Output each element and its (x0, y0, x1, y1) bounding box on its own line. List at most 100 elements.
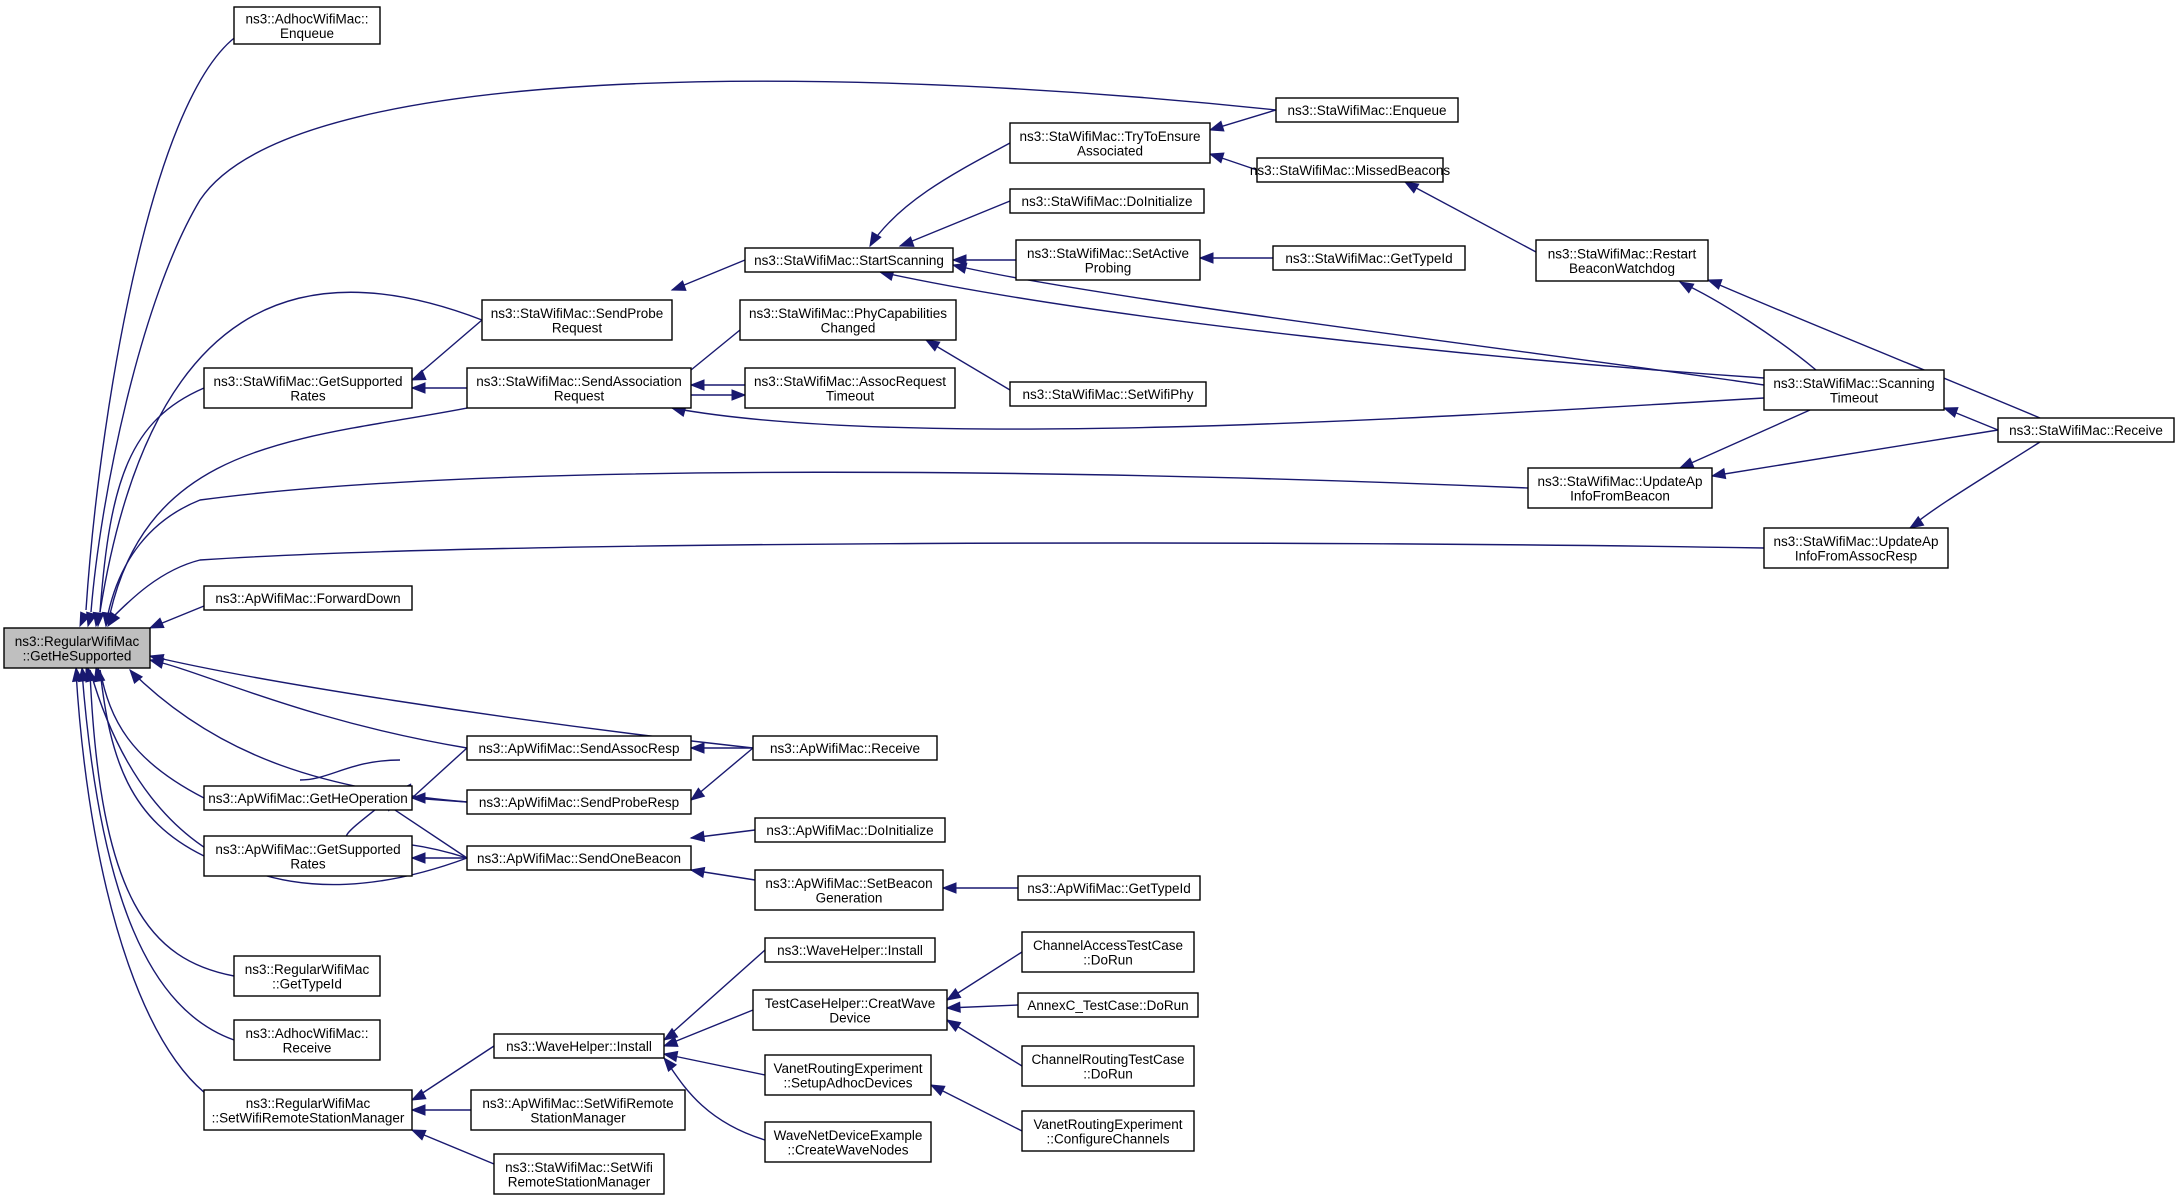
node-box[interactable] (1275, 97, 1459, 123)
node-box[interactable] (764, 937, 936, 963)
node-label: InfoFromBeacon (1570, 488, 1670, 503)
graph-node[interactable]: ns3::WaveHelper::Install (493, 1033, 665, 1059)
arrowhead-icon (93, 612, 105, 628)
graph-node[interactable]: ns3::StaWifiMac::StartScanning (744, 247, 954, 273)
graph-node[interactable]: ns3::WaveHelper::Install (764, 937, 936, 963)
graph-node[interactable]: VanetRoutingExperiment::SetupAdhocDevice… (764, 1054, 932, 1096)
node-box[interactable] (470, 1089, 686, 1131)
node-box[interactable] (203, 1089, 413, 1131)
node-box[interactable] (1017, 992, 1199, 1018)
node-box[interactable] (744, 247, 954, 273)
graph-node[interactable]: ns3::ApWifiMac::ForwardDown (203, 585, 413, 611)
node-box[interactable] (1021, 1110, 1195, 1152)
call-edge (129, 668, 468, 803)
node-box[interactable] (466, 735, 692, 761)
node-box[interactable] (3, 627, 151, 669)
node-box[interactable] (466, 845, 692, 871)
graph-node[interactable]: ns3::ApWifiMac::DoInitialize (754, 817, 946, 843)
node-box[interactable] (1015, 239, 1201, 281)
node-box[interactable] (233, 1019, 381, 1061)
node-box[interactable] (1017, 875, 1201, 901)
graph-node[interactable]: ns3::AdhocWifiMac::Receive (233, 1019, 381, 1061)
graph-node[interactable]: ns3::RegularWifiMac::SetWifiRemoteStatio… (203, 1089, 413, 1131)
node-box[interactable] (744, 367, 956, 409)
graph-node[interactable]: ns3::ApWifiMac::SetWifiRemoteStationMana… (470, 1089, 686, 1131)
node-box[interactable] (493, 1153, 665, 1195)
graph-node[interactable]: VanetRoutingExperiment::ConfigureChannel… (1021, 1110, 1195, 1152)
node-box[interactable] (493, 1033, 665, 1059)
node-box[interactable] (1256, 157, 1444, 183)
graph-node[interactable]: ns3::StaWifiMac::SetWifiPhy (1009, 381, 1207, 407)
node-box[interactable] (752, 989, 948, 1031)
graph-node[interactable]: ns3::ApWifiMac::SendProbeResp (466, 789, 692, 815)
graph-node[interactable]: ChannelRoutingTestCase::DoRun (1021, 1045, 1195, 1087)
node-box[interactable] (754, 869, 944, 911)
node-box[interactable] (764, 1054, 932, 1096)
node-box[interactable] (1009, 381, 1207, 407)
graph-node[interactable]: ns3::StaWifiMac::UpdateApInfoFromAssocRe… (1763, 527, 1949, 569)
node-label: ns3::StaWifiMac::Restart (1548, 246, 1697, 261)
call-edge (1942, 407, 1999, 431)
node-box[interactable] (203, 367, 413, 409)
node-box[interactable] (739, 299, 957, 341)
node-box[interactable] (203, 585, 413, 611)
graph-node[interactable]: ChannelAccessTestCase::DoRun (1021, 931, 1195, 973)
node-box[interactable] (233, 955, 381, 997)
node-box[interactable] (466, 789, 692, 815)
call-edge (1208, 152, 1258, 171)
node-box[interactable] (752, 735, 938, 761)
graph-node[interactable]: ns3::RegularWifiMac::GetTypeId (233, 955, 381, 997)
call-edge (924, 339, 1011, 391)
graph-node[interactable]: WaveNetDeviceExample::CreateWaveNodes (764, 1121, 932, 1163)
node-box[interactable] (203, 785, 413, 811)
node-box[interactable] (1527, 467, 1713, 509)
node-box[interactable] (1535, 239, 1709, 282)
graph-node[interactable]: ns3::StaWifiMac::DoInitialize (1009, 188, 1205, 214)
node-label: BeaconWatchdog (1569, 261, 1675, 276)
node-box[interactable] (233, 6, 381, 45)
node-label: ns3::StaWifiMac::DoInitialize (1021, 194, 1192, 209)
node-box[interactable] (1021, 1045, 1195, 1087)
graph-node[interactable]: ns3::AdhocWifiMac::Enqueue (233, 6, 381, 45)
call-edge (85, 666, 235, 977)
node-box[interactable] (1997, 417, 2175, 443)
node-box[interactable] (754, 817, 946, 843)
node-label: ns3::ApWifiMac::SendOneBeacon (477, 851, 681, 866)
graph-node[interactable]: ns3::ApWifiMac::SendOneBeacon (466, 845, 692, 871)
graph-node[interactable]: ns3::StaWifiMac::GetTypeId (1272, 245, 1466, 271)
graph-node[interactable]: ns3::StaWifiMac::Receive (1997, 417, 2175, 443)
graph-node[interactable]: AnnexC_TestCase::DoRun (1017, 992, 1199, 1018)
arrowhead-icon (689, 742, 705, 754)
node-box[interactable] (1009, 122, 1211, 164)
node-box[interactable] (1763, 369, 1945, 411)
graph-node[interactable]: ns3::StaWifiMac::SetWifiRemoteStationMan… (493, 1153, 665, 1195)
node-box[interactable] (466, 367, 692, 409)
graph-node[interactable]: ns3::ApWifiMac::Receive (752, 735, 938, 761)
node-box[interactable] (764, 1121, 932, 1163)
graph-node[interactable]: ns3::StaWifiMac::Enqueue (1275, 97, 1459, 123)
graph-node[interactable]: ns3::ApWifiMac::SendAssocResp (466, 735, 692, 761)
node-box[interactable] (481, 299, 673, 341)
node-box[interactable] (1021, 931, 1195, 973)
graph-node[interactable]: ns3::ApWifiMac::GetTypeId (1017, 875, 1201, 901)
node-box[interactable] (1272, 245, 1466, 271)
root-node[interactable]: ns3::RegularWifiMac::GetHeSupported (3, 627, 151, 669)
node-box[interactable] (1009, 188, 1205, 214)
node-box[interactable] (1763, 527, 1949, 569)
graph-node[interactable]: ns3::ApWifiMac::GetHeOperation (203, 785, 413, 811)
node-box[interactable] (203, 835, 413, 877)
graph-node[interactable]: ns3::StaWifiMac::MissedBeacons (1250, 157, 1451, 183)
